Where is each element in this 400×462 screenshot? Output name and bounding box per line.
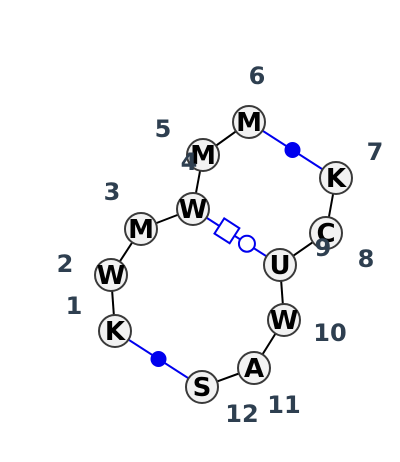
atom-node: M <box>124 212 158 246</box>
atom-circle <box>98 314 132 348</box>
atom-circle <box>232 105 266 139</box>
index-number: 8 <box>358 245 375 273</box>
atom-label: M <box>236 108 262 138</box>
atom-circle <box>176 192 210 226</box>
index-number: 12 <box>225 400 258 428</box>
index-number: 2 <box>57 250 74 278</box>
atom-label: U <box>269 251 290 281</box>
atom-label: M <box>190 141 216 171</box>
atom-label: W <box>179 195 208 225</box>
atom-circle <box>263 248 297 282</box>
atom-label: M <box>128 215 154 245</box>
atom-label: K <box>326 164 347 194</box>
atom-label: W <box>97 261 126 291</box>
atom-circle <box>319 161 353 195</box>
atom-circle <box>94 258 128 292</box>
index-number: 4 <box>181 148 198 176</box>
atom-node: W <box>94 258 128 292</box>
index-number: 9 <box>315 234 332 262</box>
atom-node: S <box>185 370 219 404</box>
atom-label: S <box>193 373 212 403</box>
atom-node: M <box>232 105 266 139</box>
index-number: 1 <box>66 292 83 320</box>
atom-circle <box>237 351 271 385</box>
atom-node: M <box>186 138 220 172</box>
atom-label: W <box>270 306 299 336</box>
atom-circle <box>185 370 219 404</box>
atom-circle <box>124 212 158 246</box>
index-number: 7 <box>367 138 384 166</box>
bond-dot-marker <box>284 142 301 158</box>
atom-node: W <box>267 303 301 337</box>
atom-node: K <box>98 314 132 348</box>
index-number: 6 <box>249 62 266 90</box>
atom-node: W <box>176 192 210 226</box>
atom-circle <box>267 303 301 337</box>
atom-node: U <box>263 248 297 282</box>
index-number: 11 <box>267 391 300 419</box>
atom-label: C <box>316 219 335 249</box>
atom-node: K <box>319 161 353 195</box>
atom-circle <box>309 216 343 250</box>
index-number: 3 <box>104 178 121 206</box>
index-number: 10 <box>313 319 346 347</box>
bond-dot-marker <box>150 351 167 367</box>
atom-label: K <box>105 317 126 347</box>
bond-decorations <box>150 142 301 367</box>
index-number: 5 <box>155 115 172 143</box>
atom-node: A <box>237 351 271 385</box>
atom-label: A <box>244 354 264 384</box>
atom-node: C <box>309 216 343 250</box>
bond-n4-n9 <box>192 208 281 266</box>
atom-circle <box>186 138 220 172</box>
bond-circle-marker <box>237 234 256 253</box>
bonds-layer <box>110 121 337 388</box>
bond-square-marker <box>213 217 241 245</box>
